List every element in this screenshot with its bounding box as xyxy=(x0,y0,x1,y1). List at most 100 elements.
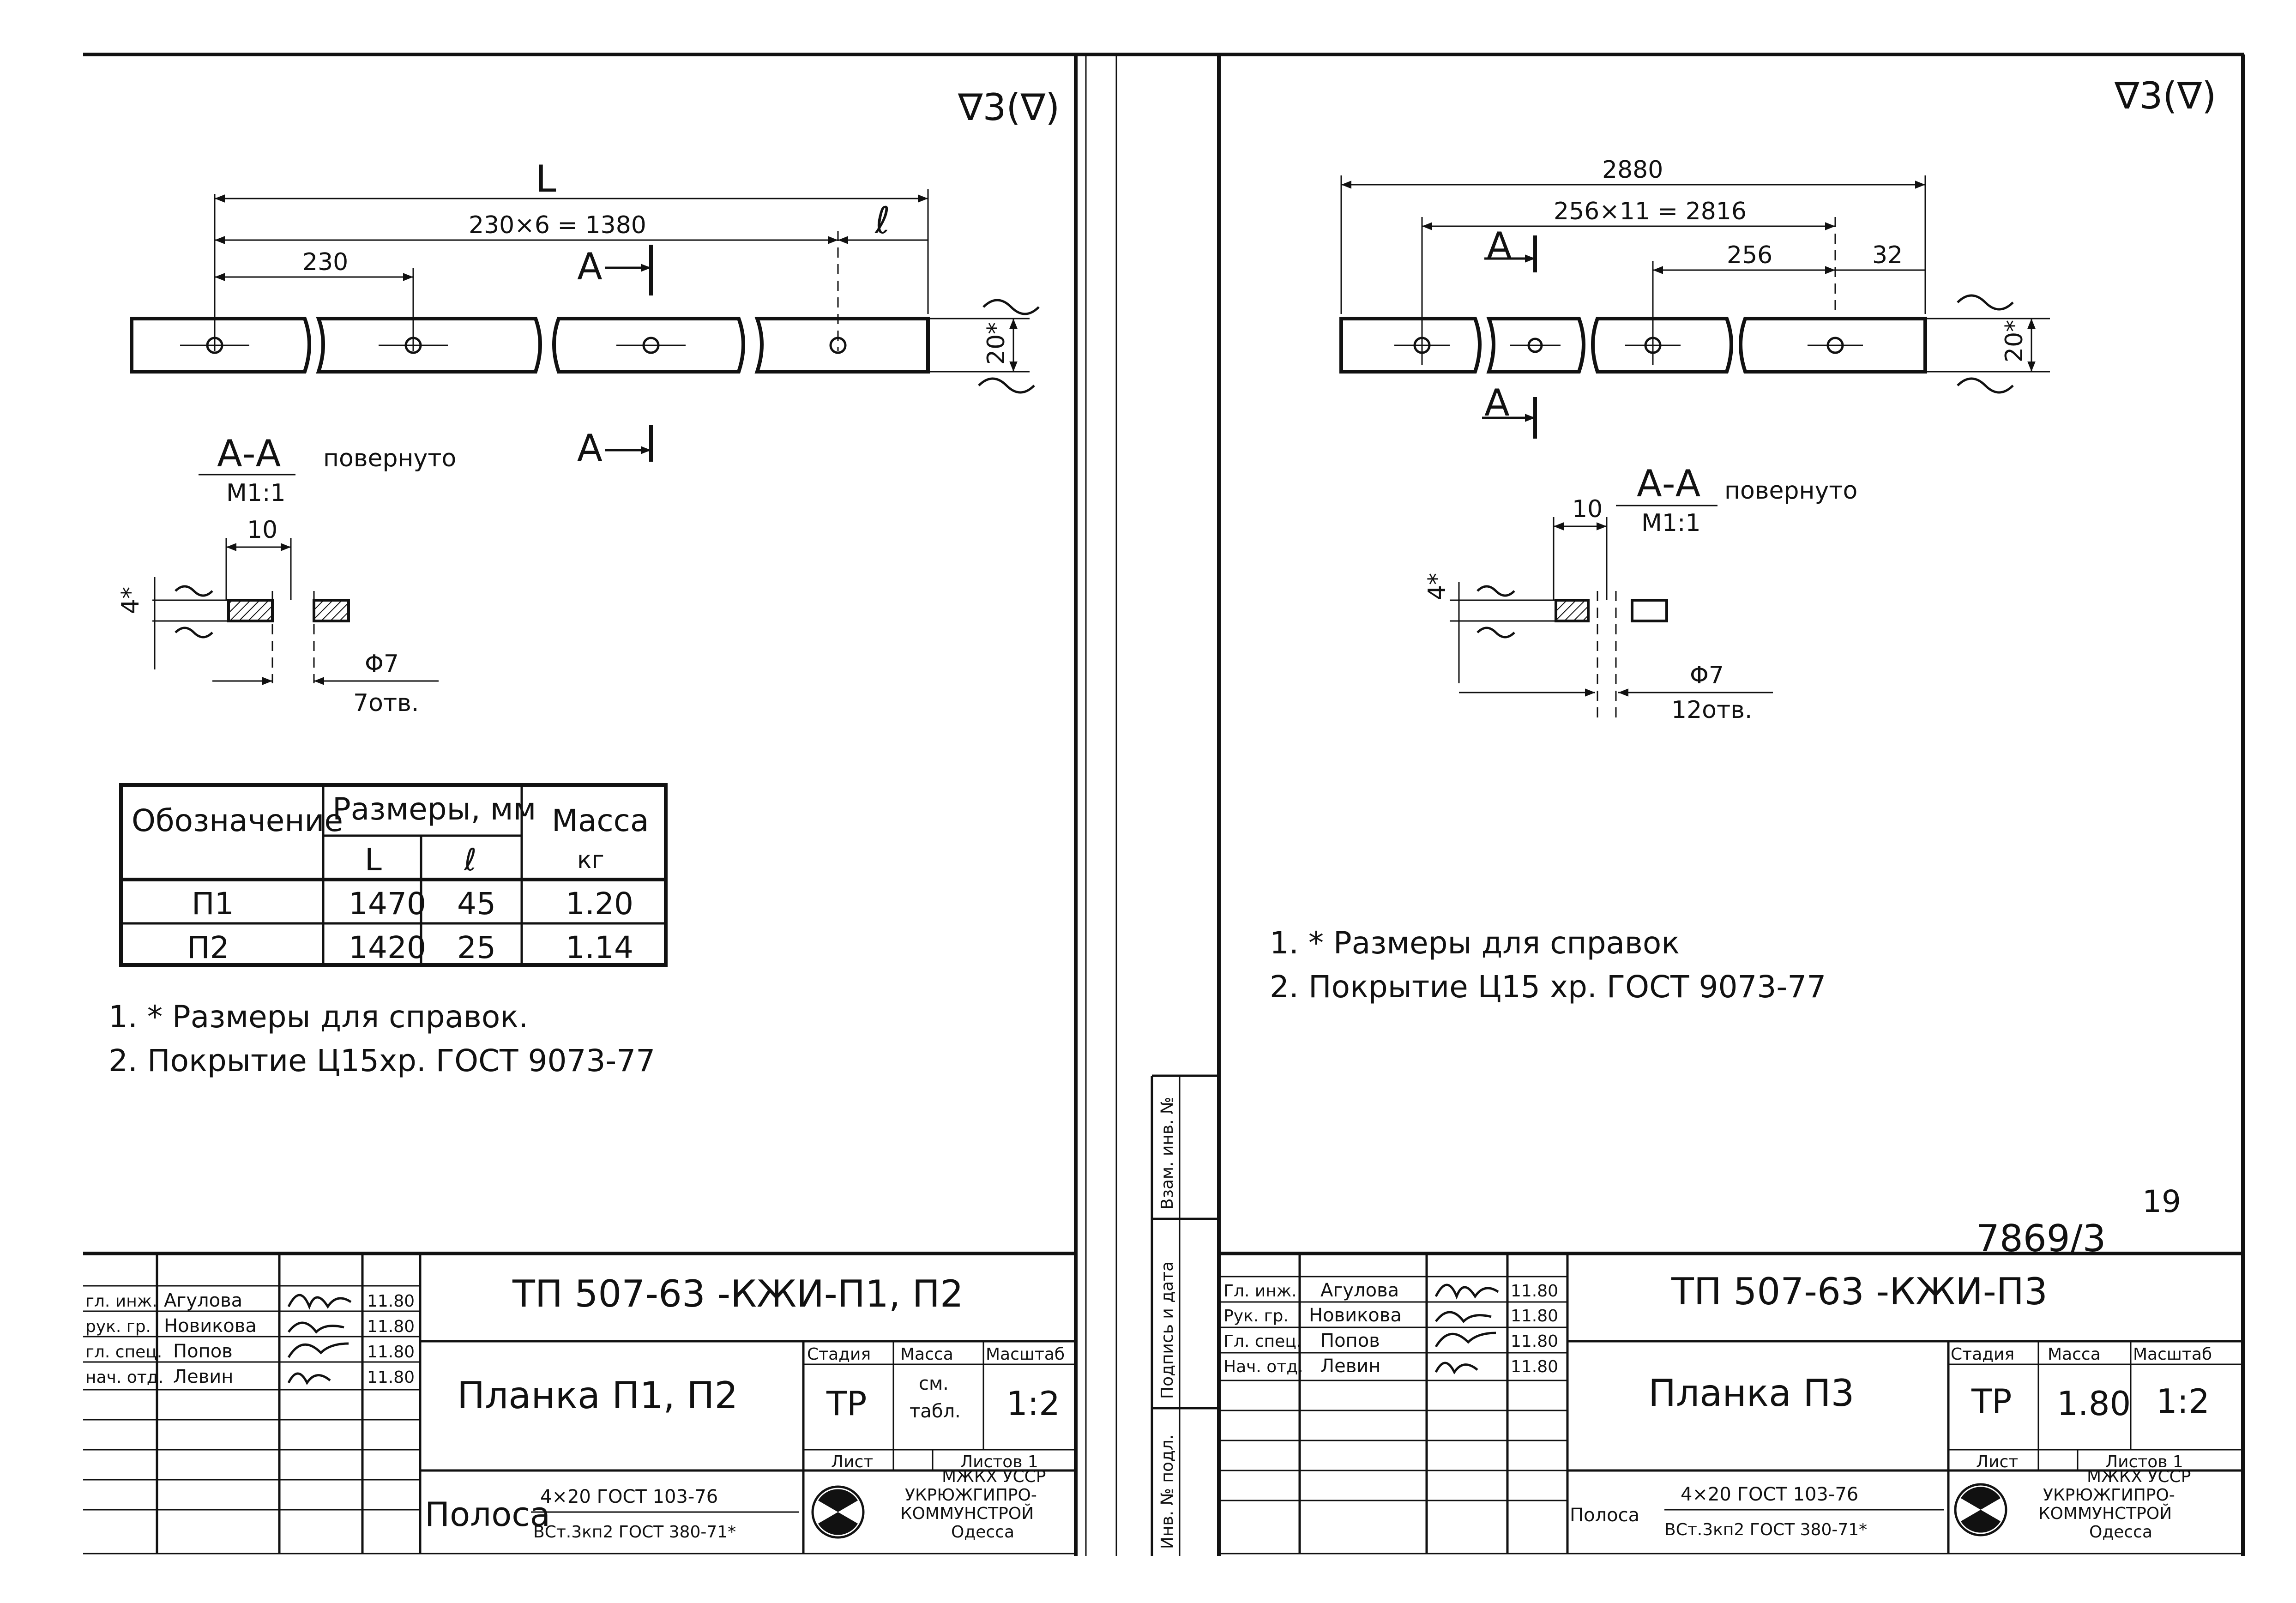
signature xyxy=(287,1294,352,1310)
section-title: А-А xyxy=(1637,462,1701,505)
dim-chain: 230×6 = 1380 xyxy=(469,211,646,239)
section-width: 10 xyxy=(1572,495,1603,523)
table-cell: 1.14 xyxy=(566,930,633,965)
table-cell: 1.20 xyxy=(566,886,633,922)
signature xyxy=(1434,1332,1496,1348)
tb-date: 11.80 xyxy=(1511,1307,1558,1326)
section-width: 10 xyxy=(247,516,277,544)
table-cell: 1420 xyxy=(349,930,426,965)
signature xyxy=(287,1372,331,1385)
table-sub-L: L xyxy=(365,842,382,878)
note: 1. * Размеры для справок. xyxy=(108,999,528,1035)
tb-mass: см. xyxy=(919,1373,949,1394)
right-sheet: ∇3(∇) 2880 256×11 = 2816 256 32 А А xyxy=(1219,74,2243,1555)
tb-material: ВСт.3кп2 ГОСТ 380-71* xyxy=(533,1523,736,1542)
tb-name: Новикова xyxy=(164,1315,257,1337)
signature xyxy=(1434,1284,1499,1300)
dim-chain: 256×11 = 2816 xyxy=(1554,198,1747,225)
tb-name: Агулова xyxy=(164,1290,242,1311)
note: 1. * Размеры для справок xyxy=(1270,925,1680,961)
tb-stage-header: Стадия xyxy=(807,1345,871,1364)
tb-scale: 1:2 xyxy=(1006,1384,1060,1423)
left-sheet: ∇3(∇) L 230×6 = 1380 ℓ 230 А А xyxy=(83,86,1076,1555)
dim-height: 20* xyxy=(2001,320,2028,362)
margin-stamps: Взам. инв. № Подпись и дата Инв. № подл. xyxy=(1151,1074,1219,1556)
tb-org: МЖКХ УССР xyxy=(2087,1467,2191,1486)
sheet-frame xyxy=(83,53,2245,1556)
table-cell: 45 xyxy=(457,886,496,922)
signature xyxy=(288,1321,344,1334)
tb-scale-header: Масштаб xyxy=(2133,1345,2212,1364)
section-holes-count: 12отв. xyxy=(1671,696,1752,724)
org-logo xyxy=(1954,1483,2007,1537)
tb-scale: 1:2 xyxy=(2156,1382,2210,1421)
drawing-code: ТП 507-63 -КЖИ-П1, П2 xyxy=(512,1272,964,1315)
dim-pitch: 256 xyxy=(1727,241,1772,269)
table-cell: 25 xyxy=(457,930,496,965)
tb-stage-header: Стадия xyxy=(1951,1345,2014,1364)
section-holes-count: 7отв. xyxy=(353,689,419,717)
section-scale: М1:1 xyxy=(226,479,286,507)
drawing-name: Планка П3 xyxy=(1648,1372,1854,1415)
section-title: А-А xyxy=(217,432,281,475)
tb-role: Гл. инж. xyxy=(1223,1282,1297,1301)
roughness-symbol: ∇3(∇) xyxy=(958,86,1060,129)
tb-material: 4×20 ГОСТ 103-76 xyxy=(540,1486,718,1507)
tb-mass-header: Масса xyxy=(900,1345,953,1364)
sheet-number: 19 xyxy=(2142,1184,2181,1219)
tb-sheets-header: Листов 1 xyxy=(2105,1452,2183,1471)
cut-mark-a: А xyxy=(577,245,603,288)
tb-role: Рук. гр. xyxy=(1223,1307,1289,1326)
dim-total: 2880 xyxy=(1602,156,1663,184)
dim-L: L xyxy=(536,157,556,200)
table-cell: П1 xyxy=(192,886,234,922)
tb-date: 11.80 xyxy=(1511,1357,1558,1376)
drawing-name: Планка П1, П2 xyxy=(457,1374,738,1417)
table-col-sizes: Размеры, мм xyxy=(332,791,536,827)
tb-date: 11.80 xyxy=(367,1317,415,1336)
section-thickness: 4* xyxy=(117,587,145,614)
drawing-code: ТП 507-63 -КЖИ-П3 xyxy=(1671,1270,2048,1313)
tb-mass: табл. xyxy=(910,1401,961,1422)
tb-date: 11.80 xyxy=(1511,1282,1558,1301)
dim-l: ℓ xyxy=(874,199,890,242)
plank-elevation: 20* xyxy=(130,299,1040,394)
tb-sheets-header: Листов 1 xyxy=(960,1452,1038,1471)
section-thickness: 4* xyxy=(1423,573,1451,600)
tb-date: 11.80 xyxy=(1511,1332,1558,1351)
roughness-symbol: ∇3(∇) xyxy=(2114,74,2216,117)
tb-role: Нач. отд. xyxy=(1223,1357,1303,1376)
title-block: Гл. инж. Рук. гр. Гл. спец. Нач. отд. Аг… xyxy=(1219,1252,2243,1555)
note: 2. Покрытие Ц15хр. ГОСТ 9073-77 xyxy=(108,1043,655,1079)
cut-mark-a: А xyxy=(577,427,603,470)
left-section: А-А М1:1 повернуто 10 4* Φ7 7отв. xyxy=(117,432,456,717)
table-col-mass: Масса xyxy=(552,803,649,838)
sizes-table: Обозначение Размеры, мм Масса кг L ℓ П1 … xyxy=(119,783,668,967)
org-logo xyxy=(811,1485,865,1539)
dim-end: 32 xyxy=(1872,241,1903,269)
tb-name: Агулова xyxy=(1320,1280,1399,1301)
section-hole: Φ7 xyxy=(365,650,399,678)
signature xyxy=(1435,1311,1492,1323)
cut-mark-a: А xyxy=(1487,224,1512,267)
tb-org: МЖКХ УССР xyxy=(942,1467,1046,1486)
tb-org: Одесса xyxy=(2089,1523,2152,1542)
tb-org: УКРЮЖГИПРО- xyxy=(2043,1486,2175,1505)
stamp-label: Инв. № подл. xyxy=(1158,1434,1177,1549)
plank-elevation: 20* xyxy=(1339,294,2050,394)
table-cell: П2 xyxy=(187,930,229,965)
right-dimensions: 2880 256×11 = 2816 256 32 А А xyxy=(1340,156,1926,439)
tb-sheet-header: Лист xyxy=(831,1452,873,1471)
tb-material: ВСт.3кп2 ГОСТ 380-71* xyxy=(1664,1520,1867,1539)
tb-name: Новикова xyxy=(1309,1305,1402,1326)
tb-sheet-header: Лист xyxy=(1976,1452,2018,1471)
right-section: А-А М1:1 повернуто 10 4* Φ7 12отв. xyxy=(1423,462,1857,724)
tb-date: 11.80 xyxy=(367,1292,415,1311)
title-block: гл. инж. рук. гр. гл. спец. нач. отд. Аг… xyxy=(83,1252,1076,1555)
stamp-label: Подпись и дата xyxy=(1158,1261,1177,1399)
tb-material: 4×20 ГОСТ 103-76 xyxy=(1681,1484,1858,1505)
section-rotated: повернуто xyxy=(323,445,456,472)
tb-stage: ТР xyxy=(826,1384,867,1423)
table-sub-l: ℓ xyxy=(464,842,476,878)
